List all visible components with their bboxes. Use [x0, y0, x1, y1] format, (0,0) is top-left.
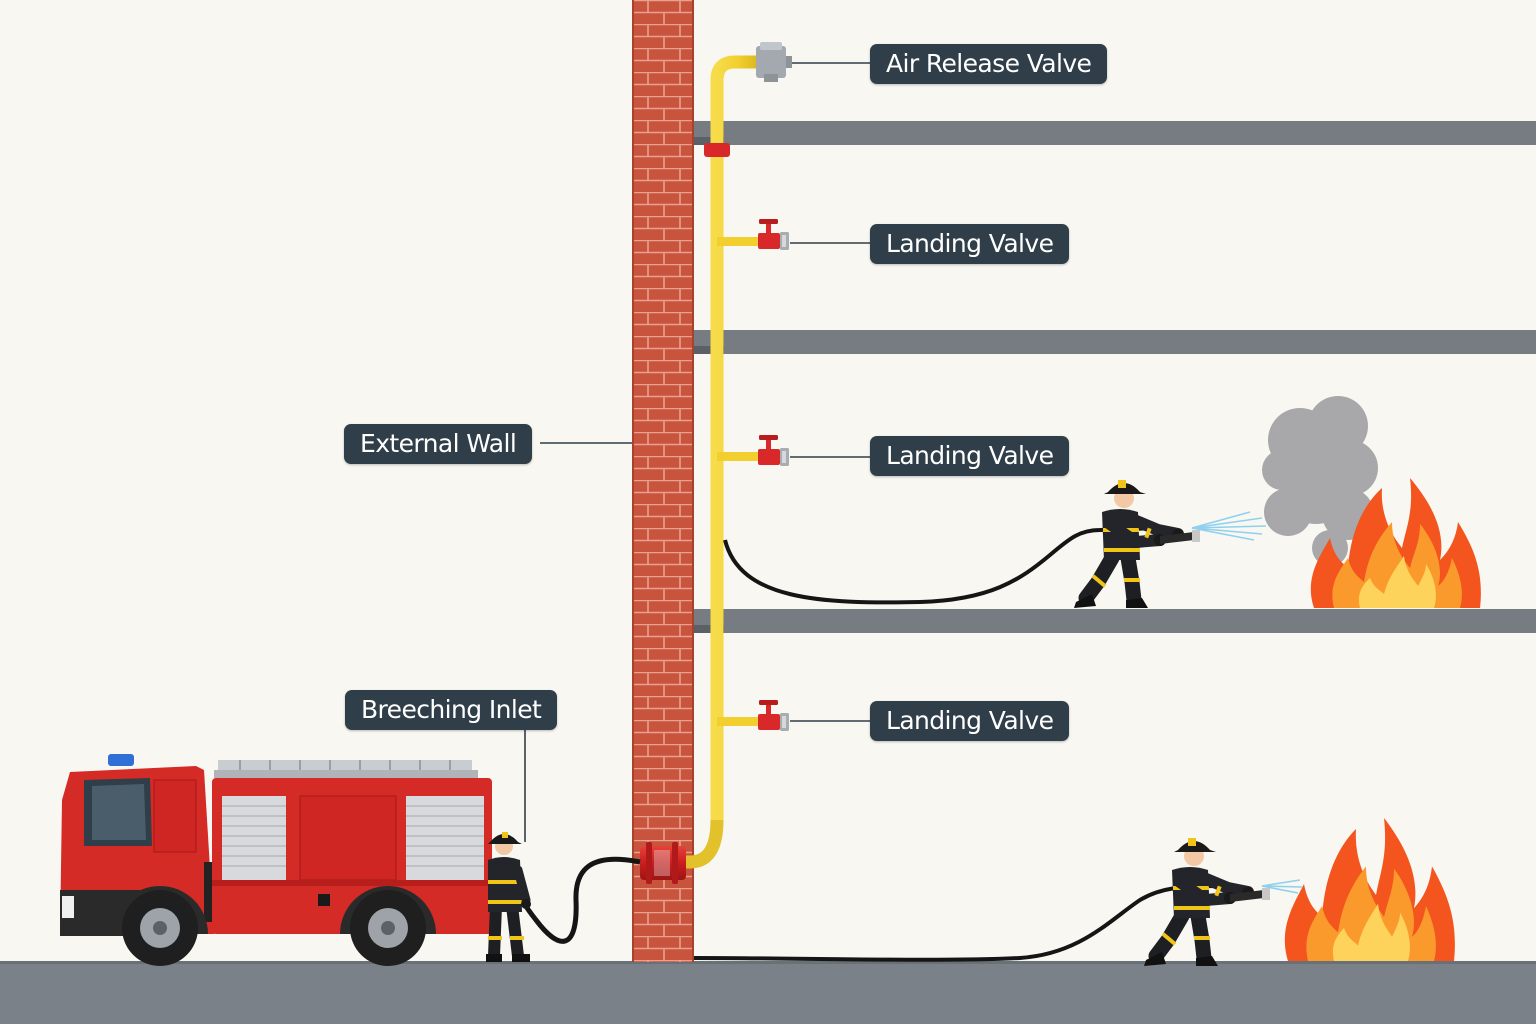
water-spray-ground — [1261, 879, 1303, 894]
floor-slab-top — [694, 121, 1536, 145]
label-landing-valve-middle: Landing Valve — [870, 436, 1070, 476]
firefighter-middle-floor — [1074, 480, 1200, 608]
middle-floor-hose — [723, 526, 1161, 605]
landing-valve-bottom-icon — [758, 700, 789, 731]
firefighter-at-truck-icon — [486, 832, 531, 962]
label-breeching-inlet: Breeching Inlet — [345, 690, 558, 730]
pipe-bracket — [704, 143, 730, 157]
water-spray-middle — [1191, 511, 1267, 541]
fire-truck-icon — [60, 754, 492, 966]
landing-valve-top-icon — [758, 219, 789, 250]
floor-slab-middle — [694, 609, 1536, 633]
landing-valve-middle-icon — [758, 435, 789, 466]
label-external-wall: External Wall — [344, 424, 533, 464]
truck-wheel-front — [122, 890, 198, 966]
ground — [0, 961, 1536, 1024]
fire-ground-floor — [1284, 818, 1455, 962]
air-release-valve — [756, 42, 792, 82]
ground-floor-hose — [693, 884, 1221, 962]
floor-slab-upper — [694, 330, 1536, 354]
supply-hose — [519, 856, 641, 944]
firefighter-ground-floor — [1144, 838, 1270, 966]
truck-wheel-rear — [350, 890, 426, 966]
floor-slabs — [694, 121, 1536, 633]
smoke-icon — [1262, 396, 1378, 566]
leader-lines — [524, 62, 870, 842]
dry-riser-pipe — [686, 55, 767, 869]
breeching-inlet — [640, 842, 686, 884]
label-landing-valve-bottom: Landing Valve — [870, 701, 1070, 741]
external-wall — [632, 0, 694, 962]
label-air-release-valve: Air Release Valve — [870, 44, 1108, 84]
label-landing-valve-top: Landing Valve — [870, 224, 1070, 264]
